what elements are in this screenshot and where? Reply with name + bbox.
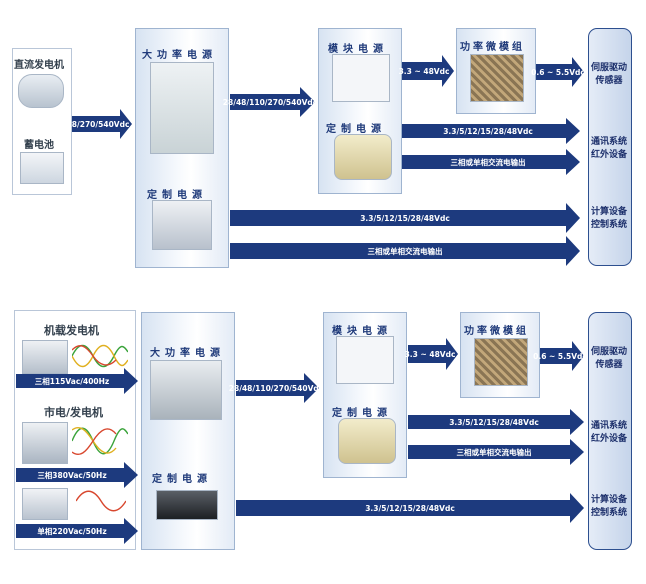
bottom-custom-lower-title: 定制电源 (152, 474, 212, 485)
servo-line1: 伺服驱动 (590, 63, 627, 73)
top-high-power-title: 大功率电源 (142, 50, 217, 61)
dc-generator-image (18, 74, 64, 108)
arrow-micro (540, 341, 584, 371)
top-custom-mid-image (334, 134, 392, 180)
label-single-phase: 单相220Vac/50Hz (37, 526, 106, 536)
label-source-bus: 28/270/540Vdc (67, 120, 130, 129)
arrow-main-bus (236, 373, 319, 403)
bottom-output-box (588, 312, 632, 550)
top-output-compute: 计算设备 控制系统 (584, 206, 634, 232)
arrow-low-dc (230, 203, 580, 233)
top-custom-mid-title: 定制电源 (326, 124, 386, 135)
label-main-bus: 28/48/110/270/540Vdc (223, 98, 317, 107)
servo-line1: 伺服驱动 (590, 347, 627, 357)
top-module-title: 模块电源 (328, 44, 388, 55)
three-phase-waveform-icon (72, 426, 128, 456)
onboard-generator-label: 机载发电机 (44, 324, 99, 337)
arrow-mid-dc (402, 118, 580, 144)
bottom-high-power-title: 大功率电源 (150, 348, 225, 359)
label-mid-dc: 3.3/5/12/15/28/48Vdc (449, 418, 539, 427)
arrow-mid-ac (402, 149, 580, 175)
top-micro-title: 功率微模组 (460, 42, 525, 53)
bottom-high-power-image (150, 360, 222, 420)
single-phase-waveform-icon (76, 490, 126, 512)
arrow-module (408, 338, 458, 370)
top-module-image (332, 54, 390, 102)
arrow-mid-ac (408, 439, 584, 465)
comm-line2: 红外设备 (590, 150, 627, 160)
arrow-three-phase (16, 462, 138, 488)
label-micro: 0.6 ~ 5.5Vdc (531, 68, 585, 77)
top-arrows: 28/270/540Vdc 28/48/110/270/540Vdc 3.3 ~… (67, 55, 585, 266)
bottom-micro-image (474, 338, 528, 386)
onboard-waveform-icon (72, 344, 128, 368)
label-micro: 0.6 ~ 5.5Vdc (533, 352, 587, 361)
battery-image (20, 152, 64, 184)
bottom-output-compute: 计算设备 控制系统 (584, 494, 634, 520)
mains-generator-label: 市电/发电机 (44, 406, 104, 419)
label-module: 3.3 ~ 48Vdc (399, 67, 450, 76)
arrow-onboard (16, 368, 138, 394)
label-mid-dc: 3.3/5/12/15/28/48Vdc (443, 127, 533, 136)
compute-line2: 控制系统 (590, 220, 627, 230)
bottom-output-servo: 伺服驱动 传感器 (584, 346, 634, 372)
top-custom-lower-image (152, 200, 212, 250)
arrow-module (402, 55, 454, 87)
comm-line1: 通讯系统 (590, 421, 627, 431)
label-three-phase: 三相380Vac/50Hz (37, 470, 106, 480)
compute-line1: 计算设备 (590, 495, 627, 505)
bottom-micro-title: 功率微模组 (464, 326, 529, 337)
bottom-output-comm: 通讯系统 红外设备 (584, 420, 634, 446)
bottom-module-title: 模块电源 (332, 326, 392, 337)
servo-line2: 传感器 (595, 360, 623, 370)
battery-label: 蓄电池 (24, 140, 54, 151)
arrow-mid-dc (408, 409, 584, 435)
label-module: 3.3 ~ 48Vdc (405, 350, 456, 359)
comm-line2: 红外设备 (590, 434, 627, 444)
top-output-comm: 通讯系统 红外设备 (584, 136, 634, 162)
bottom-custom-mid-title: 定制电源 (332, 408, 392, 419)
top-custom-lower-title: 定制电源 (147, 190, 207, 201)
bottom-module-image (336, 336, 394, 384)
servo-line2: 传感器 (595, 76, 623, 86)
top-output-servo: 伺服驱动 传感器 (584, 62, 634, 88)
bottom-custom-lower-image (156, 490, 218, 520)
compute-line1: 计算设备 (590, 207, 627, 217)
arrow-main-bus (230, 87, 315, 117)
arrow-low-ac (230, 236, 580, 266)
arrow-single-phase (16, 518, 138, 544)
arrow-low-dc (236, 493, 584, 523)
label-low-dc: 3.3/5/12/15/28/48Vdc (365, 504, 455, 513)
top-output-box (588, 28, 632, 266)
onboard-generator-image (22, 340, 68, 374)
comm-line1: 通讯系统 (590, 137, 627, 147)
arrow-micro (536, 57, 584, 87)
dc-generator-label: 直流发电机 (14, 60, 64, 71)
top-high-power-image (150, 62, 214, 154)
bottom-custom-mid-image (338, 418, 396, 464)
mains-generator-image (22, 422, 68, 464)
label-low-ac: 三相或单相交流电输出 (368, 246, 443, 256)
label-mid-ac: 三相或单相交流电输出 (451, 157, 526, 167)
single-phase-generator-image (22, 488, 68, 520)
label-main-bus: 28/48/110/270/540Vdc (229, 384, 323, 393)
arrow-source-bus (72, 109, 132, 139)
label-onboard: 三相115Vac/400Hz (35, 376, 110, 386)
compute-line2: 控制系统 (590, 508, 627, 518)
label-mid-ac: 三相或单相交流电输出 (457, 447, 532, 457)
top-micro-image (470, 54, 524, 102)
label-low-dc: 3.3/5/12/15/28/48Vdc (360, 214, 450, 223)
